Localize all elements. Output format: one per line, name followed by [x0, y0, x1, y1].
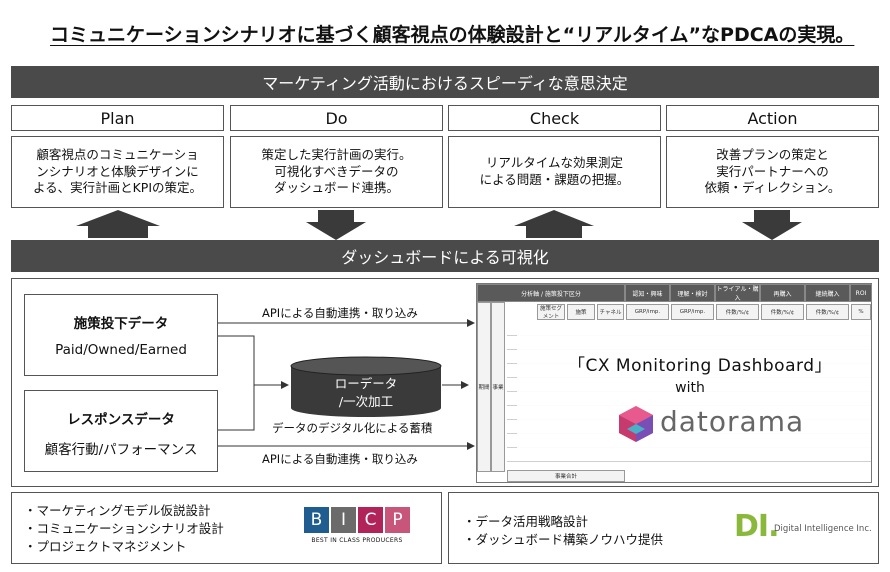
grid-left-cell: 事業: [491, 302, 505, 472]
phase-do-desc: 策定した実行計画の実行。可視化すべきデータのダッシュボード連携。: [230, 136, 443, 208]
deployment-data-box: 施策投下データ Paid/Owned/Earned: [24, 294, 218, 376]
grid-header: 継続購入: [805, 284, 850, 302]
digital-label: データのデジタル化による蓄積: [272, 421, 433, 435]
grid-header: トライアル・購入: [715, 284, 760, 302]
bicp-bullets: ・マーケティングモデル仮説設計・コミュニケーションシナリオ設計・プロジェクトマネ…: [24, 503, 224, 555]
bicp-panel: ・マーケティングモデル仮説設計・コミュニケーションシナリオ設計・プロジェクトマネ…: [11, 492, 442, 564]
grid-subheader: 件数/%/¢: [716, 304, 759, 320]
api-label-bottom: APIによる自動連携・取り込み: [262, 452, 418, 466]
raw-data-label: ローデータ/一次加工: [334, 376, 398, 409]
down-arrow-icon: [306, 210, 366, 240]
down-arrow-icon: [742, 210, 802, 240]
api-label-top: APIによる自動連携・取り込み: [262, 306, 418, 320]
grid-header: ROI: [850, 284, 872, 302]
grid-subheader: %: [851, 304, 871, 320]
dashboard-overlay: [517, 328, 871, 448]
flow-lines: [218, 319, 475, 450]
phase-plan-desc: 顧客視点のコミュニケーションシナリオと体験デザインによる、実行計画とKPIの策定…: [11, 136, 224, 208]
up-arrow-icon: [76, 210, 160, 238]
dashboard-with: with: [675, 380, 705, 396]
pdca-arrows: [76, 210, 802, 240]
phase-action: Action: [666, 105, 879, 131]
datorama-logo-icon: [619, 406, 653, 442]
di-bullets: ・データ活用戦略設計・ダッシュボード構築ノウハウ提供: [463, 514, 664, 548]
response-data-box: レスポンスデータ 顧客行動/パフォーマンス: [24, 390, 218, 472]
bicp-letter: I: [331, 507, 356, 533]
bicp-letter: C: [358, 507, 383, 533]
phase-action-desc: 改善プランの策定と実行パートナーへの依頼・ディレクション。: [666, 136, 879, 208]
phase-check-desc: リアルタイムな効果測定による問題・課題の把握。: [448, 136, 661, 208]
database-icon: [290, 356, 442, 417]
grid-subheader: 件数/%/¢: [761, 304, 804, 320]
bicp-letter: B: [304, 507, 329, 533]
grid-subheader: GRP/imp.: [626, 304, 669, 320]
grid-subheader: チャネル: [597, 304, 624, 320]
visualization-band: ダッシュボードによる可視化: [11, 240, 879, 272]
di-logo: DI.: [734, 509, 779, 544]
phase-do: Do: [230, 105, 443, 131]
datorama-logo-text: datorama: [660, 405, 805, 438]
phase-check: Check: [448, 105, 661, 131]
bicp-logo: B I C P: [304, 507, 410, 533]
phase-plan: Plan: [11, 105, 224, 131]
grid-left-cell: 期間: [477, 302, 491, 472]
grid-header: 認知・興味: [625, 284, 670, 302]
bicp-tagline: BEST IN CLASS PRODUCERS: [311, 537, 403, 544]
grid-header: 理解・検討: [670, 284, 715, 302]
up-arrow-icon: [514, 210, 594, 238]
grid-header: 再購入: [760, 284, 805, 302]
grid-subheader: 件数/%/¢: [806, 304, 849, 320]
dashboard-grid: 分析軸 / 施策投下区分 認知・興味 理解・検討 トライアル・購入 再購入 継続…: [476, 283, 872, 483]
grid-subheader: 施策: [567, 304, 595, 320]
grid-subheader: 施策セグメント: [537, 304, 565, 320]
grid-subheader: GRP/imp.: [671, 304, 714, 320]
bicp-letter: P: [385, 507, 410, 533]
di-company-name: Digital Intelligence Inc.: [774, 524, 872, 534]
grid-footer: 事業合計: [507, 470, 625, 482]
di-panel: ・データ活用戦略設計・ダッシュボード構築ノウハウ提供 DI. Digital I…: [448, 492, 879, 564]
decision-band: マーケティング活動におけるスピーディな意思決定: [11, 66, 879, 98]
page-title: コミュニケーションシナリオに基づく顧客視点の体験設計と“リアルタイム”なPDCA…: [50, 24, 855, 46]
dashboard-name: 「CX Monitoring Dashboard」: [568, 356, 832, 376]
grid-header: 分析軸 / 施策投下区分: [477, 284, 625, 302]
